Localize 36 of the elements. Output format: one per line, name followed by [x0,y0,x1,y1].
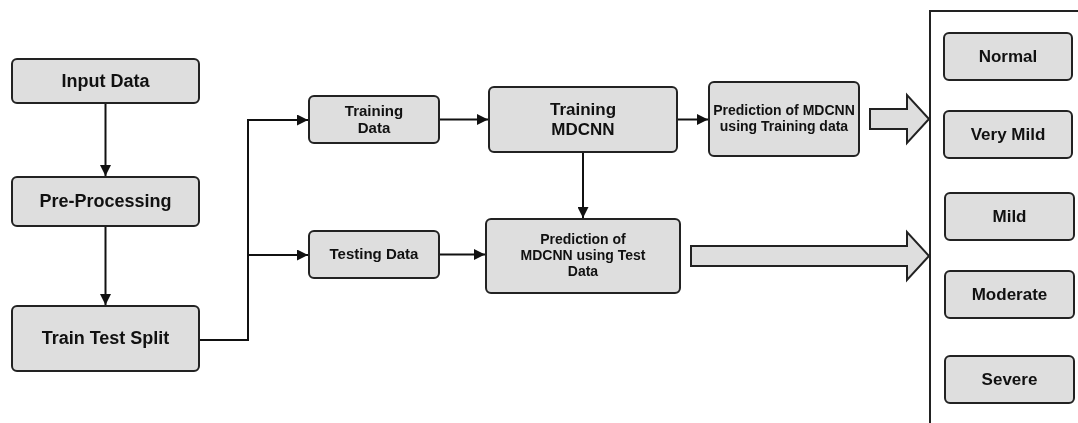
box-label: Prediction of MDCNN using Training data [712,103,856,135]
process-box [11,58,200,104]
box-label: Severe [981,370,1038,389]
output-panel [929,10,1078,423]
process-box [308,95,440,144]
class-box [944,270,1075,319]
box-label: Testing Data [329,246,419,263]
process-box [488,86,678,153]
box-label: Pre-Processing [39,191,172,212]
arrow [577,152,589,219]
box-label: Very Mild [970,125,1046,144]
block-arrow [690,229,931,283]
arrow [199,249,309,341]
process-box [11,305,200,372]
process-box [11,176,200,227]
class-box [944,355,1075,404]
arrow [100,103,111,177]
arrow [439,249,486,260]
arrow [677,114,709,125]
class-box [943,110,1073,159]
process-box [485,218,681,294]
box-label: Train Test Split [41,328,170,349]
process-box [308,230,440,279]
class-box [943,32,1073,81]
box-label: Normal [978,47,1038,66]
block-arrow [869,92,931,146]
arrow [439,114,489,125]
box-label: Input Data [61,70,150,92]
box-label: Moderate [971,285,1048,304]
process-box [708,81,860,157]
box-label: Mild [992,207,1027,226]
class-box [944,192,1075,241]
box-label: Training MDCNN [548,100,618,139]
arrow [100,226,111,306]
box-label: Prediction of MDCNN using Test Data [519,232,647,280]
box-label: Training Data [343,102,405,137]
